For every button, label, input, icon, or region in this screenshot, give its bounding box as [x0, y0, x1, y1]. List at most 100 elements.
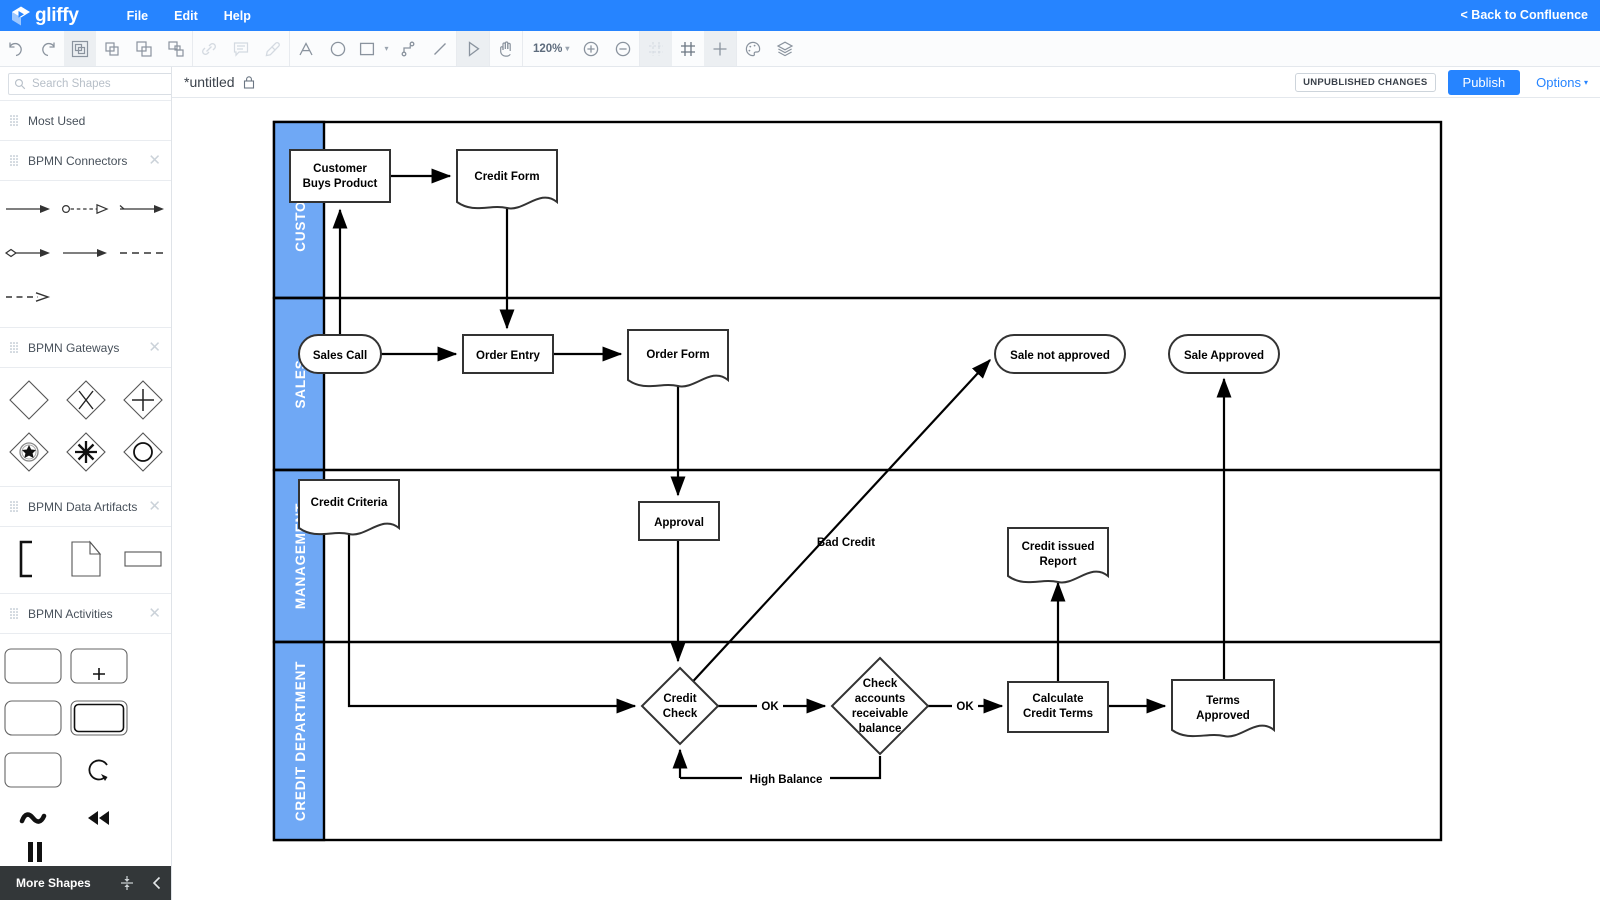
edge-creditcriteria-to-creditcheck[interactable] [347, 534, 637, 714]
node-credit-issued-report[interactable]: Credit issued Report [1007, 527, 1109, 584]
lock-icon[interactable] [243, 75, 255, 89]
collapse-vertical-icon[interactable] [112, 866, 142, 900]
shape-arrow-solid-2[interactable] [57, 231, 114, 275]
shape-gateway-exclusive-x[interactable] [57, 374, 114, 426]
sidebar-section-bpmn-connectors[interactable]: BPMN Connectors ✕ [0, 141, 171, 181]
shape-subprocess-plus[interactable] [66, 640, 132, 692]
text-icon[interactable] [290, 31, 322, 66]
edge-creditcheck-to-salenotapproved[interactable] [684, 359, 991, 691]
shape-arrow-solid[interactable] [0, 187, 57, 231]
search-shapes-box[interactable] [8, 72, 171, 95]
node-calculate-credit-terms[interactable]: Calculate Credit Terms [1007, 681, 1109, 733]
drag-grip-icon [10, 342, 19, 353]
node-label-line1: Check [863, 678, 898, 690]
shape-task-rounded-2[interactable] [0, 744, 66, 796]
shape-compensation-tilde[interactable] [0, 796, 66, 840]
connector-icon[interactable] [392, 31, 424, 66]
close-icon[interactable]: ✕ [148, 498, 161, 515]
shape-task-rounded[interactable] [0, 692, 66, 744]
close-icon[interactable]: ✕ [148, 152, 161, 169]
lane-header-sales[interactable] [272, 296, 326, 472]
gliffy-logo[interactable]: gliffy [0, 5, 79, 27]
node-order-form[interactable]: Order Form [627, 329, 729, 388]
shape-diamond-arrow[interactable] [0, 231, 57, 275]
palette-icon[interactable] [737, 31, 769, 66]
shape-data-store-rect[interactable] [114, 533, 171, 585]
layers-icon[interactable] [769, 31, 801, 66]
node-credit-check[interactable]: Credit Check [640, 666, 720, 746]
shape-gateway-complex-asterisk[interactable] [57, 426, 114, 478]
shape-call-activity-double[interactable] [66, 692, 132, 744]
more-shapes-button[interactable]: More Shapes [16, 876, 91, 890]
node-terms-approved[interactable]: Terms Approved [1171, 679, 1275, 738]
chevron-left-icon[interactable] [142, 866, 171, 900]
menu-edit[interactable]: Edit [174, 8, 198, 23]
line-icon[interactable] [424, 31, 456, 66]
drag-grip-icon [10, 115, 19, 126]
shape-parallel-bars[interactable] [0, 840, 171, 862]
page-title[interactable]: *untitled [184, 74, 235, 90]
back-to-confluence-link[interactable]: < Back to Confluence [1460, 8, 1588, 22]
node-credit-criteria[interactable]: Credit Criteria [298, 479, 400, 536]
close-icon[interactable]: ✕ [148, 339, 161, 356]
node-sale-approved[interactable]: Sale Approved [1168, 334, 1280, 374]
shape-gateway-event-filled[interactable] [0, 426, 57, 478]
lane-dividers [274, 296, 1441, 644]
guides-icon[interactable] [640, 31, 673, 66]
sidebar-section-most-used[interactable]: Most Used [0, 101, 171, 141]
node-sale-not-approved[interactable]: Sale not approved [994, 334, 1126, 374]
section-title: BPMN Data Artifacts [28, 499, 138, 514]
undo-icon[interactable] [0, 31, 32, 66]
group-icon[interactable] [64, 31, 96, 66]
node-label-line1: Credit issued [1022, 541, 1095, 553]
connector-shape-grid [0, 181, 171, 328]
rectangle-icon[interactable] [354, 31, 380, 66]
shape-loop-activity-arrow[interactable] [66, 744, 132, 796]
node-order-entry[interactable]: Order Entry [462, 334, 554, 374]
redo-icon[interactable] [32, 31, 64, 66]
lane-header-credit-department[interactable] [272, 640, 326, 842]
node-credit-form[interactable]: Credit Form [456, 149, 558, 210]
snap-icon[interactable] [704, 31, 737, 66]
shape-gateway-event-circle[interactable] [114, 426, 171, 478]
shape-gateway-inclusive-plus[interactable] [114, 374, 171, 426]
publish-button[interactable]: Publish [1447, 69, 1521, 95]
shape-dashed-open-arrow[interactable] [0, 275, 57, 319]
toolbar-group-hand [490, 31, 523, 66]
sidebar-section-bpmn-gateways[interactable]: BPMN Gateways ✕ [0, 328, 171, 368]
search-input[interactable] [30, 76, 171, 91]
node-customer-buys-product[interactable]: Customer Buys Product [289, 149, 391, 203]
close-icon[interactable]: ✕ [148, 605, 161, 622]
link-icon [193, 31, 225, 66]
duplicate-icon[interactable] [96, 31, 128, 66]
zoom-level-dropdown[interactable]: 120% ▾ [523, 43, 575, 55]
rectangle-dropdown-caret[interactable]: ▾ [384, 44, 389, 53]
node-approval[interactable]: Approval [638, 501, 720, 541]
menu-file[interactable]: File [126, 8, 149, 23]
grid-icon[interactable] [672, 31, 704, 66]
shape-multi-instance-arrows[interactable] [66, 796, 132, 840]
sidebar-section-bpmn-activities[interactable]: BPMN Activities ✕ [0, 594, 171, 634]
ellipse-icon[interactable] [322, 31, 354, 66]
send-to-back-icon[interactable] [160, 31, 192, 66]
shape-data-group-bracket[interactable] [0, 533, 57, 585]
pointer-icon[interactable] [457, 31, 489, 66]
hand-icon[interactable] [490, 31, 522, 66]
shape-gateway-plain[interactable] [0, 374, 57, 426]
zoom-in-icon[interactable] [575, 31, 607, 66]
node-label: Sale Approved [1184, 350, 1264, 362]
zoom-out-icon[interactable] [607, 31, 639, 66]
sidebar-section-bpmn-data-artifacts[interactable]: BPMN Data Artifacts ✕ [0, 487, 171, 527]
node-sales-call[interactable]: Sales Call [298, 334, 382, 374]
diagram-canvas[interactable]: CUSTOMER SALES MANAGEMENT CREDIT DEPARTM… [172, 98, 1600, 900]
zoom-level-value: 120% [533, 42, 563, 55]
shape-data-object-folded[interactable] [57, 533, 114, 585]
shape-task-plain[interactable] [0, 640, 66, 692]
bring-to-front-icon[interactable] [128, 31, 160, 66]
shape-arrow-tick-start[interactable] [114, 187, 171, 231]
shape-dashed-line[interactable] [114, 231, 171, 275]
options-dropdown[interactable]: Options ▾ [1536, 75, 1588, 90]
shape-circle-dashed-open-arrow[interactable] [57, 187, 114, 231]
menu-help[interactable]: Help [223, 8, 251, 23]
node-check-accounts-receivable-balance[interactable]: Check accounts receivable balance [830, 656, 930, 756]
